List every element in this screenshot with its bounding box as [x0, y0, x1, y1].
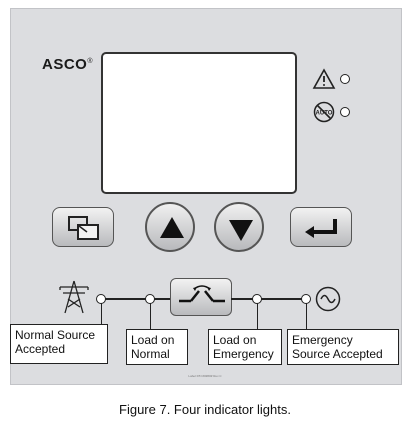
- brand-reg: ®: [87, 58, 94, 65]
- leader-normal-source: [101, 303, 102, 324]
- label-emergency-source: Emergency Source Accepted: [287, 329, 399, 365]
- leader-emergency-source: [306, 303, 307, 329]
- label-load-emergency-text: Load on Emergency: [213, 333, 274, 361]
- bus-line-left: [105, 298, 146, 300]
- screens-icon: [68, 216, 99, 240]
- down-button[interactable]: [214, 202, 264, 252]
- transfer-test-button[interactable]: [170, 278, 232, 316]
- brand-logo: ASCO®: [42, 56, 93, 73]
- transfer-switch-icon: [179, 285, 225, 303]
- down-arrow-icon: [229, 220, 253, 241]
- lcd-display: [101, 52, 297, 194]
- label-load-emergency: Load on Emergency: [208, 329, 282, 365]
- label-load-normal-text: Load on Normal: [131, 333, 175, 361]
- label-normal-source: Normal Source Accepted: [10, 324, 108, 364]
- bus-line-left-inner: [154, 298, 171, 300]
- up-arrow-icon: [160, 217, 184, 238]
- enter-button[interactable]: [290, 207, 352, 247]
- bus-line-right: [261, 298, 302, 300]
- leader-load-normal: [150, 303, 151, 329]
- bus-line-right-inner: [231, 298, 253, 300]
- label-load-normal: Load on Normal: [126, 329, 188, 365]
- power-tower-icon: [59, 280, 89, 314]
- enter-arrow-icon: [305, 219, 337, 238]
- brand-name: ASCO: [42, 56, 88, 73]
- svg-text:AUTO: AUTO: [316, 111, 333, 117]
- no-auto-icon: AUTO: [313, 101, 335, 123]
- auto-off-led: [340, 107, 350, 117]
- label-normal-source-text: Normal Source Accepted: [15, 328, 96, 356]
- sine-wave-icon: [315, 286, 341, 312]
- alarm-led: [340, 74, 350, 84]
- label-emergency-source-text: Emergency Source Accepted: [292, 333, 383, 361]
- figure-caption: Figure 7. Four indicator lights.: [119, 402, 291, 417]
- label-part-number: Label P/N ###### Rev C: [188, 374, 222, 378]
- warning-triangle-icon: [312, 68, 336, 89]
- up-button[interactable]: [145, 202, 195, 252]
- display-toggle-button[interactable]: [52, 207, 114, 247]
- leader-load-emergency: [257, 303, 258, 329]
